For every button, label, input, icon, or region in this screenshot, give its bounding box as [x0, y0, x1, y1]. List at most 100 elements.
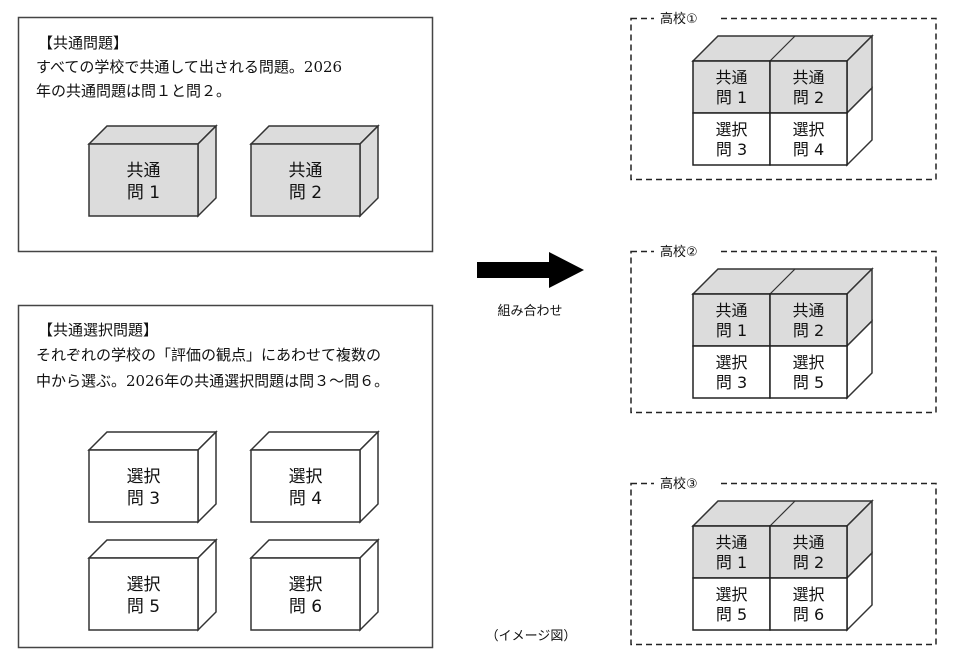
- common-problem-cell: 共通問 2: [769, 293, 848, 347]
- cell-face: [769, 525, 848, 579]
- box-label-line-2: 問 2: [289, 183, 322, 203]
- box-front-face: [250, 557, 361, 631]
- box-label-line-1: 選択: [289, 467, 323, 487]
- box-label-line-2: 問 3: [127, 489, 160, 509]
- common-panel-line-1: すべての学校で共通して出される問題。2026: [36, 58, 342, 76]
- box-front-face: [88, 449, 199, 523]
- common-problem-cell: 共通問 2: [769, 60, 848, 114]
- common-problem-cell: 共通問 1: [692, 293, 771, 347]
- cell-label-line-2: 問 2: [793, 553, 824, 572]
- common-problem-cell: 共通問 1: [692, 525, 771, 579]
- select-panel-line-1: それぞれの学校の「評価の観点」にあわせて複数の: [36, 346, 381, 364]
- select-panel-line-2: 中から選ぶ。2026年の共通選択問題は問３～問６。: [36, 372, 389, 390]
- cell-face: [769, 293, 848, 347]
- box-label-line-2: 問 6: [289, 597, 322, 617]
- box-label-line-1: 選択: [289, 575, 323, 595]
- select-problem-cell: 選択問 5: [769, 345, 848, 399]
- common-problem-box: 共通問 1: [87, 124, 218, 218]
- cell-label-line-1: 選択: [792, 353, 824, 372]
- box-top-face: [87, 431, 218, 451]
- school-title-mask: [654, 10, 720, 26]
- box-front-face: [250, 449, 361, 523]
- common-panel-heading: 【共通問題】: [38, 34, 128, 52]
- cell-label-line-1: 共通: [792, 68, 824, 87]
- common-problems-panel: 【共通問題】 すべての学校で共通して出される問題。2026 年の共通問題は問１と…: [17, 16, 434, 253]
- cell-face: [769, 60, 848, 114]
- cell-label-line-1: 選択: [715, 585, 747, 604]
- cell-label-line-2: 問 1: [716, 553, 747, 572]
- school-title: 高校③: [660, 476, 698, 492]
- select-problem-cell: 選択問 3: [692, 345, 771, 399]
- box-label-line-2: 問 1: [127, 183, 160, 203]
- school-title-mask: [654, 243, 720, 259]
- box-top-face: [249, 539, 380, 559]
- cell-face: [769, 577, 848, 631]
- cell-face: [692, 60, 771, 114]
- school-title: 高校②: [660, 244, 698, 260]
- combine-label: 組み合わせ: [497, 304, 562, 319]
- common-problem-cell: 共通問 2: [769, 525, 848, 579]
- cell-face: [769, 112, 848, 166]
- cell-label-line-1: 共通: [792, 533, 824, 552]
- select-problem-box: 選択問 6: [249, 538, 380, 632]
- select-problem-cell: 選択問 3: [692, 112, 771, 166]
- select-panel-heading: 【共通選択問題】: [38, 321, 158, 339]
- school-dashed-frame: [630, 250, 937, 414]
- school-title: 高校①: [660, 11, 698, 27]
- select-problem-box: 選択問 5: [87, 538, 218, 632]
- cell-label-line-1: 共通: [715, 68, 747, 87]
- cell-label-line-1: 共通: [715, 301, 747, 320]
- arrow-right-icon: [477, 252, 584, 288]
- cell-label-line-2: 問 3: [716, 373, 747, 392]
- select-problem-cell: 選択問 5: [692, 577, 771, 631]
- common-box-group: 共通問 1 共通問 2: [87, 124, 380, 218]
- cell-label-line-2: 問 2: [793, 88, 824, 107]
- cell-label-line-1: 選択: [715, 120, 747, 139]
- cell-face: [692, 345, 771, 399]
- stack-top-divider: [769, 268, 796, 295]
- box-label-line-2: 問 5: [127, 597, 160, 617]
- cell-label-line-2: 問 5: [793, 373, 824, 392]
- box-top-face: [249, 431, 380, 451]
- cell-label-line-2: 問 1: [716, 88, 747, 107]
- box-top-face: [87, 539, 218, 559]
- cell-label-line-1: 共通: [715, 533, 747, 552]
- select-problems-panel: 【共通選択問題】 それぞれの学校の「評価の観点」にあわせて複数の 中から選ぶ。2…: [17, 304, 434, 649]
- select-problem-box: 選択問 3: [87, 430, 218, 524]
- box-front-face: [88, 557, 199, 631]
- common-panel-line-2: 年の共通問題は問１と問２。: [36, 82, 231, 100]
- select-problem-box: 選択問 4: [249, 430, 380, 524]
- school-dashed-frame: [630, 17, 937, 181]
- box-front-face: [250, 143, 361, 217]
- cell-label-line-2: 問 1: [716, 321, 747, 340]
- school-title-mask: [654, 475, 720, 491]
- select-problem-cell: 選択問 6: [769, 577, 848, 631]
- box-label-line-1: 選択: [127, 575, 161, 595]
- school-dashed-frame: [630, 482, 937, 646]
- box-label-line-1: 選択: [127, 467, 161, 487]
- cell-label-line-1: 選択: [792, 120, 824, 139]
- combine-arrow: 組み合わせ: [477, 252, 584, 319]
- box-top-face: [87, 125, 218, 145]
- cell-label-line-1: 選択: [715, 353, 747, 372]
- cell-label-line-2: 問 6: [793, 605, 824, 624]
- stack-top-divider: [769, 500, 796, 527]
- box-label-line-2: 問 4: [289, 489, 322, 509]
- image-caption: （イメージ図）: [486, 629, 577, 644]
- cell-label-line-2: 問 3: [716, 140, 747, 159]
- cell-label-line-2: 問 4: [793, 140, 824, 159]
- common-problem-box: 共通問 2: [249, 124, 380, 218]
- cell-face: [692, 112, 771, 166]
- cell-label-line-2: 問 5: [716, 605, 747, 624]
- common-problem-cell: 共通問 1: [692, 60, 771, 114]
- box-front-face: [88, 143, 199, 217]
- stack-top-divider: [769, 35, 796, 62]
- cell-label-line-1: 共通: [792, 301, 824, 320]
- cell-label-line-1: 選択: [792, 585, 824, 604]
- cell-label-line-2: 問 2: [793, 321, 824, 340]
